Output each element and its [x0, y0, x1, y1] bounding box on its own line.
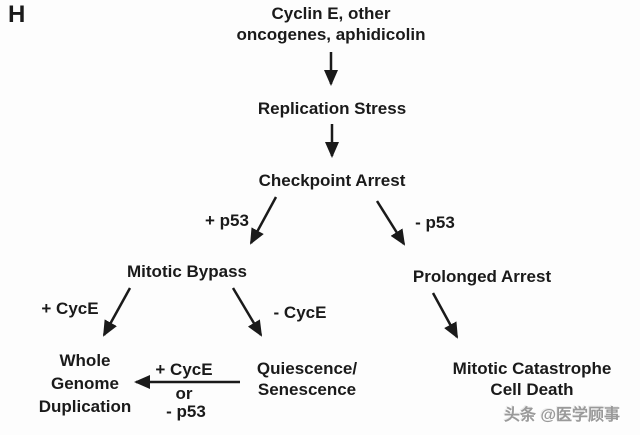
- node-whole-genome-duplication: Whole Genome Duplication: [39, 349, 132, 418]
- node-catastrophe-line1: Mitotic Catastrophe: [452, 359, 612, 378]
- node-oncogenes-line2: oncogenes, aphidicolin: [236, 25, 426, 44]
- node-catastrophe-line2: Cell Death: [490, 380, 574, 399]
- arrow-bypass-to-quiescence: [231, 287, 263, 337]
- arrow-bypass-to-whole-genome: [102, 287, 132, 337]
- node-mitotic-bypass: Mitotic Bypass: [127, 262, 247, 281]
- edge-label-minus-cyce: - CycE: [273, 303, 327, 322]
- edge-label-plus-cyce: + CycE: [41, 299, 99, 318]
- node-checkpoint-arrest: Checkpoint Arrest: [258, 171, 406, 190]
- node-mitotic-catastrophe: Mitotic Catastrophe Cell Death: [453, 358, 612, 400]
- node-wgd-line3: Duplication: [38, 397, 132, 416]
- node-quiescence-line2: Senescence: [257, 380, 357, 399]
- node-quiescence-line1: Quiescence/: [256, 359, 358, 378]
- node-oncogenes: Cyclin E, other oncogenes, aphidicolin: [237, 3, 426, 45]
- arrow-prolonged-to-catastrophe: [431, 292, 459, 339]
- edge-label-plus-p53: + p53: [205, 211, 249, 230]
- edge-label-minus-p53-or-line3: - p53: [166, 402, 206, 421]
- edge-label-minus-p53: - p53: [415, 213, 455, 232]
- node-prolonged-arrest: Prolonged Arrest: [412, 267, 552, 286]
- node-wgd-line2: Genome: [50, 374, 120, 393]
- node-wgd-line1: Whole: [59, 351, 111, 370]
- node-oncogenes-line1: Cyclin E, other: [271, 4, 391, 23]
- edge-label-or: or: [175, 384, 193, 403]
- arrow-checkpoint-to-prolonged-arrest: [375, 200, 406, 246]
- watermark: 头条 @医学顾事: [504, 407, 621, 424]
- node-replication-stress: Replication Stress: [257, 99, 407, 118]
- arrow-checkpoint-to-mitotic-bypass: [249, 196, 278, 245]
- panel-label: H: [8, 1, 26, 28]
- edge-label-plus-cyce-or-line1: + CycE: [155, 360, 213, 379]
- node-quiescence-senescence: Quiescence/ Senescence: [257, 358, 357, 400]
